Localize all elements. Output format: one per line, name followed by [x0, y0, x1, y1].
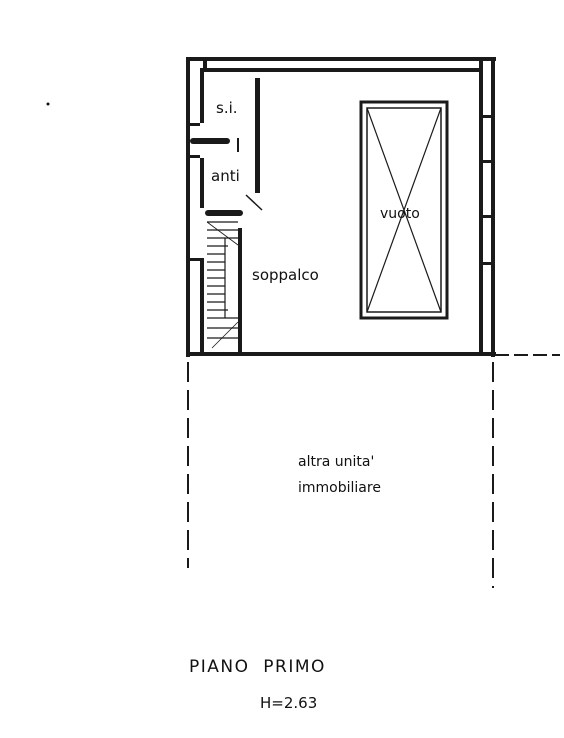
void-opening	[359, 100, 449, 320]
room-label-vuoto: vuoto	[380, 206, 420, 222]
other-unit-label-line2: immobiliare	[298, 480, 381, 496]
staircase	[206, 221, 239, 349]
room-label-si: s.i.	[216, 99, 238, 117]
room-label-soppalco: soppalco	[252, 266, 319, 284]
stray-dot	[46, 102, 50, 106]
room-label-anti: anti	[211, 167, 240, 185]
interior-partitions	[190, 78, 263, 354]
plan-title: PIANO PRIMO	[189, 657, 326, 677]
other-unit-boundary	[187, 362, 494, 588]
other-unit-label-line1: altra unita'	[298, 454, 374, 470]
outer-walls	[186, 57, 560, 357]
plan-height: H=2.63	[260, 694, 317, 712]
